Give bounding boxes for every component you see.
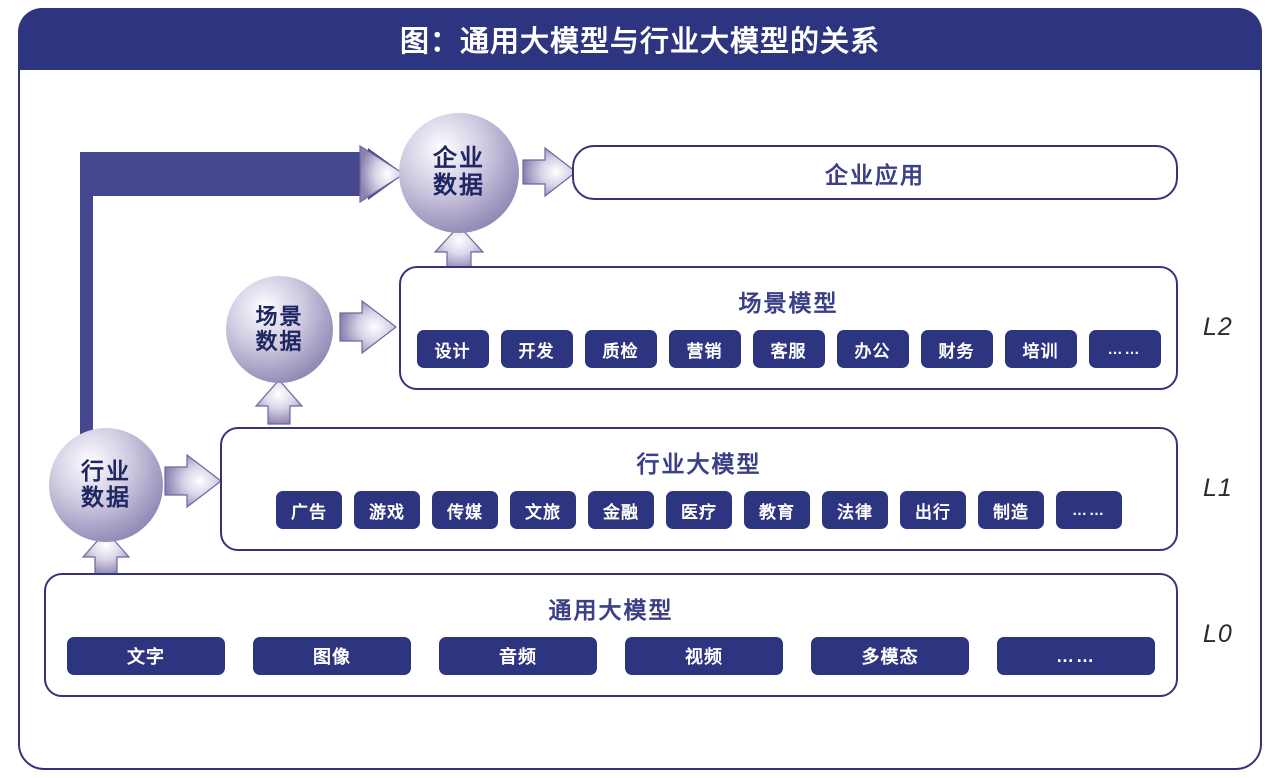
layer-box-l2[interactable]: 场景模型 设计 开发 质检 营销 客服 办公 财务 培训 …… [399,266,1178,390]
tag-row-l2: 设计 开发 质检 营销 客服 办公 财务 培训 …… [401,330,1176,368]
tag-l1-4[interactable]: 金融 [588,491,654,529]
elbow-connector-industry-to-enterprise [80,144,406,470]
tag-l0-more[interactable]: …… [997,637,1155,675]
tag-l1-2[interactable]: 传媒 [432,491,498,529]
sphere-scenario-line2: 数据 [255,328,304,354]
sphere-enterprise-line1: 企业 [433,145,485,173]
tag-l1-1[interactable]: 游戏 [354,491,420,529]
tag-l2-6[interactable]: 财务 [920,330,993,368]
tag-l0-4[interactable]: 多模态 [811,637,969,675]
tag-l1-3[interactable]: 文旅 [510,491,576,529]
tag-l0-0[interactable]: 文字 [67,637,225,675]
tag-l2-more[interactable]: …… [1088,330,1161,368]
enterprise-application-box[interactable]: 企业应用 [572,145,1178,200]
tag-l2-0[interactable]: 设计 [416,330,489,368]
sphere-industry-data[interactable]: 行业 数据 [49,428,163,542]
tag-l0-1[interactable]: 图像 [253,637,411,675]
tag-l2-1[interactable]: 开发 [500,330,573,368]
tag-row-l1: 广告 游戏 传媒 文旅 金融 医疗 教育 法律 出行 制造 …… [222,491,1176,529]
sphere-scenario-line1: 场景 [255,303,304,329]
tag-l2-7[interactable]: 培训 [1004,330,1077,368]
level-mark-l2: L2 [1203,313,1233,341]
tag-l1-9[interactable]: 制造 [978,491,1044,529]
tag-l1-8[interactable]: 出行 [900,491,966,529]
arrow-l0-to-industry [81,530,131,576]
arrow-scenario-to-l2 [339,299,397,355]
tag-l1-more[interactable]: …… [1056,491,1122,529]
title-bar: 图：通用大模型与行业大模型的关系 [18,8,1262,70]
tag-row-l0: 文字 图像 音频 视频 多模态 …… [46,637,1176,675]
level-mark-l1: L1 [1203,474,1233,502]
layer-title-l2: 场景模型 [738,290,839,316]
layer-title-l0: 通用大模型 [548,597,674,623]
tag-l2-3[interactable]: 营销 [668,330,741,368]
enterprise-application-label: 企业应用 [825,161,925,188]
tag-l2-4[interactable]: 客服 [752,330,825,368]
arrow-l1-to-scenario [254,379,304,425]
sphere-enterprise-line2: 数据 [433,172,485,199]
tag-l1-0[interactable]: 广告 [276,491,342,529]
sphere-enterprise-data[interactable]: 企业 数据 [399,113,519,233]
tag-l1-5[interactable]: 医疗 [666,491,732,529]
level-mark-l0: L0 [1203,620,1233,648]
sphere-scenario-data[interactable]: 场景 数据 [226,276,333,383]
tag-l1-6[interactable]: 教育 [744,491,810,529]
layer-box-l0[interactable]: 通用大模型 文字 图像 音频 视频 多模态 …… [44,573,1178,697]
page-title: 图：通用大模型与行业大模型的关系 [399,26,880,58]
tag-l2-2[interactable]: 质检 [584,330,657,368]
sphere-industry-line1: 行业 [81,458,131,485]
tag-l0-2[interactable]: 音频 [439,637,597,675]
layer-box-l1[interactable]: 行业大模型 广告 游戏 传媒 文旅 金融 医疗 教育 法律 出行 制造 …… [220,427,1178,551]
tag-l0-3[interactable]: 视频 [625,637,783,675]
tag-l2-5[interactable]: 办公 [836,330,909,368]
tag-l1-7[interactable]: 法律 [822,491,888,529]
sphere-industry-line2: 数据 [81,484,131,510]
layer-title-l1: 行业大模型 [636,451,762,477]
arrow-industry-to-l1 [164,453,222,509]
arrow-enterprise-to-app [522,146,577,198]
